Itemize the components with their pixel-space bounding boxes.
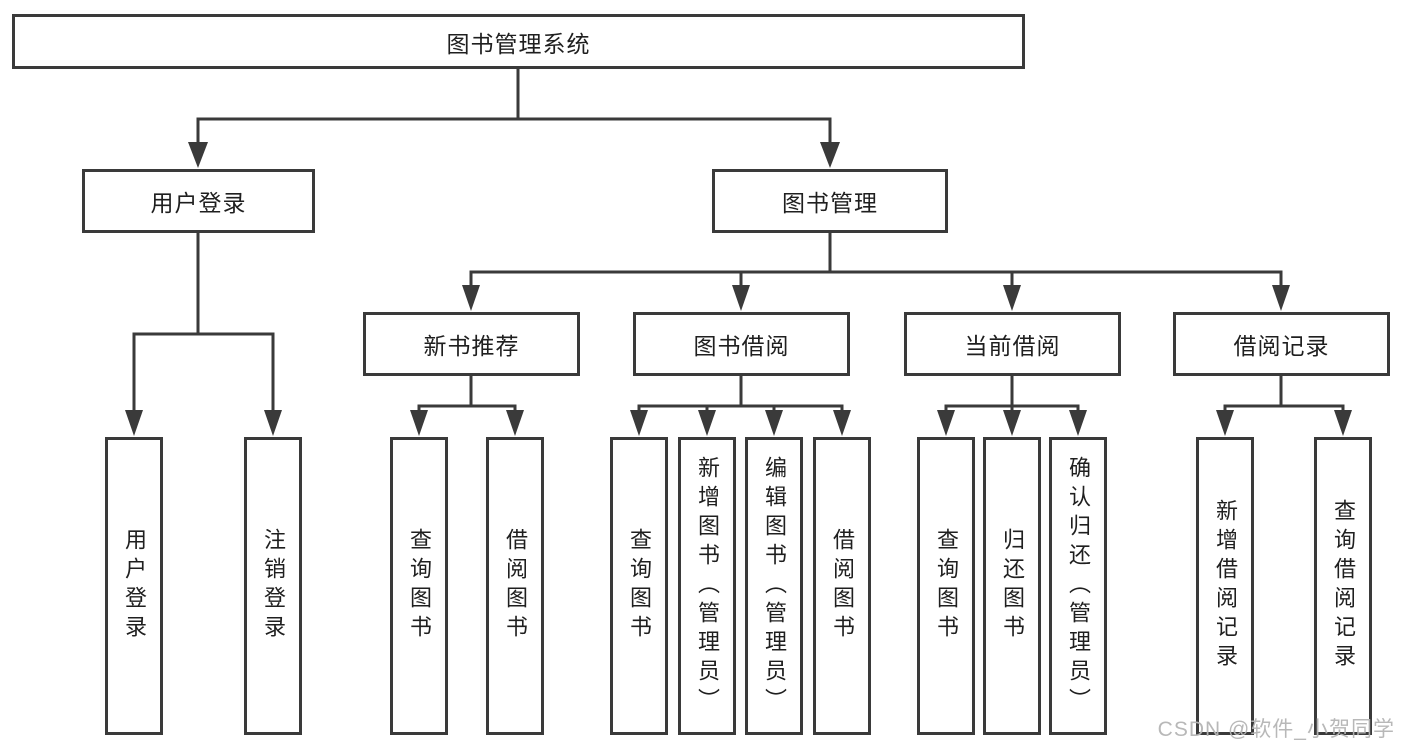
leaf-label: 注销登录 xyxy=(261,528,286,644)
node-root-label: 图书管理系统 xyxy=(446,30,591,57)
node-book-mgmt: 图书管理 xyxy=(712,169,948,233)
node-leaf-current-confirm: 确认归还（管理员） xyxy=(1049,437,1107,735)
node-leaf-borrow-query: 查询图书 xyxy=(610,437,668,735)
node-borrow: 图书借阅 xyxy=(633,312,850,376)
node-records-label: 借阅记录 xyxy=(1233,333,1330,359)
edge-new-rec-split xyxy=(417,374,517,415)
node-leaf-borrow-borrow: 借阅图书 xyxy=(813,437,871,735)
node-records: 借阅记录 xyxy=(1173,312,1390,376)
node-user-login: 用户登录 xyxy=(82,169,315,233)
edge-book-mgmt-split xyxy=(469,231,1283,290)
leaf-label: 借阅图书 xyxy=(830,528,855,644)
leaf-label: 编辑图书（管理员） xyxy=(762,455,787,717)
leaf-label: 归还图书 xyxy=(1000,528,1025,644)
node-borrow-label: 图书借阅 xyxy=(693,333,790,359)
leaf-label: 新增借阅记录 xyxy=(1213,499,1238,673)
node-leaf-user-login: 用户登录 xyxy=(105,437,163,735)
leaf-label: 查询借阅记录 xyxy=(1331,499,1356,673)
node-leaf-records-query: 查询借阅记录 xyxy=(1314,437,1372,735)
node-book-mgmt-label: 图书管理 xyxy=(782,190,878,216)
node-user-login-label: 用户登录 xyxy=(150,190,247,216)
node-leaf-newrec-borrow: 借阅图书 xyxy=(486,437,544,735)
leaf-label: 用户登录 xyxy=(122,528,147,644)
leaf-label: 查询图书 xyxy=(627,528,652,644)
watermark: CSDN @软件_小贺同学 xyxy=(1157,718,1395,741)
node-leaf-borrow-add: 新增图书（管理员） xyxy=(678,437,736,735)
node-leaf-borrow-edit: 编辑图书（管理员） xyxy=(745,437,803,735)
node-current-label: 当前借阅 xyxy=(964,333,1061,359)
node-root: 图书管理系统 xyxy=(12,14,1025,69)
node-new-rec-label: 新书推荐 xyxy=(423,333,520,359)
node-leaf-current-return: 归还图书 xyxy=(983,437,1041,735)
node-leaf-current-query: 查询图书 xyxy=(917,437,975,735)
node-new-rec: 新书推荐 xyxy=(363,312,580,376)
node-current: 当前借阅 xyxy=(904,312,1121,376)
edge-records-split xyxy=(1223,374,1345,415)
leaf-label: 借阅图书 xyxy=(503,528,528,644)
edge-current-split xyxy=(944,374,1080,415)
edge-root-split xyxy=(196,67,832,147)
leaf-label: 确认归还（管理员） xyxy=(1066,455,1091,717)
leaf-label: 查询图书 xyxy=(407,528,432,644)
node-leaf-records-add: 新增借阅记录 xyxy=(1196,437,1254,735)
edge-user-login-split xyxy=(132,231,275,415)
node-leaf-newrec-query: 查询图书 xyxy=(390,437,448,735)
leaf-label: 查询图书 xyxy=(934,528,959,644)
leaf-label: 新增图书（管理员） xyxy=(695,455,720,717)
node-leaf-logout: 注销登录 xyxy=(244,437,302,735)
edge-borrow-split xyxy=(637,374,844,415)
